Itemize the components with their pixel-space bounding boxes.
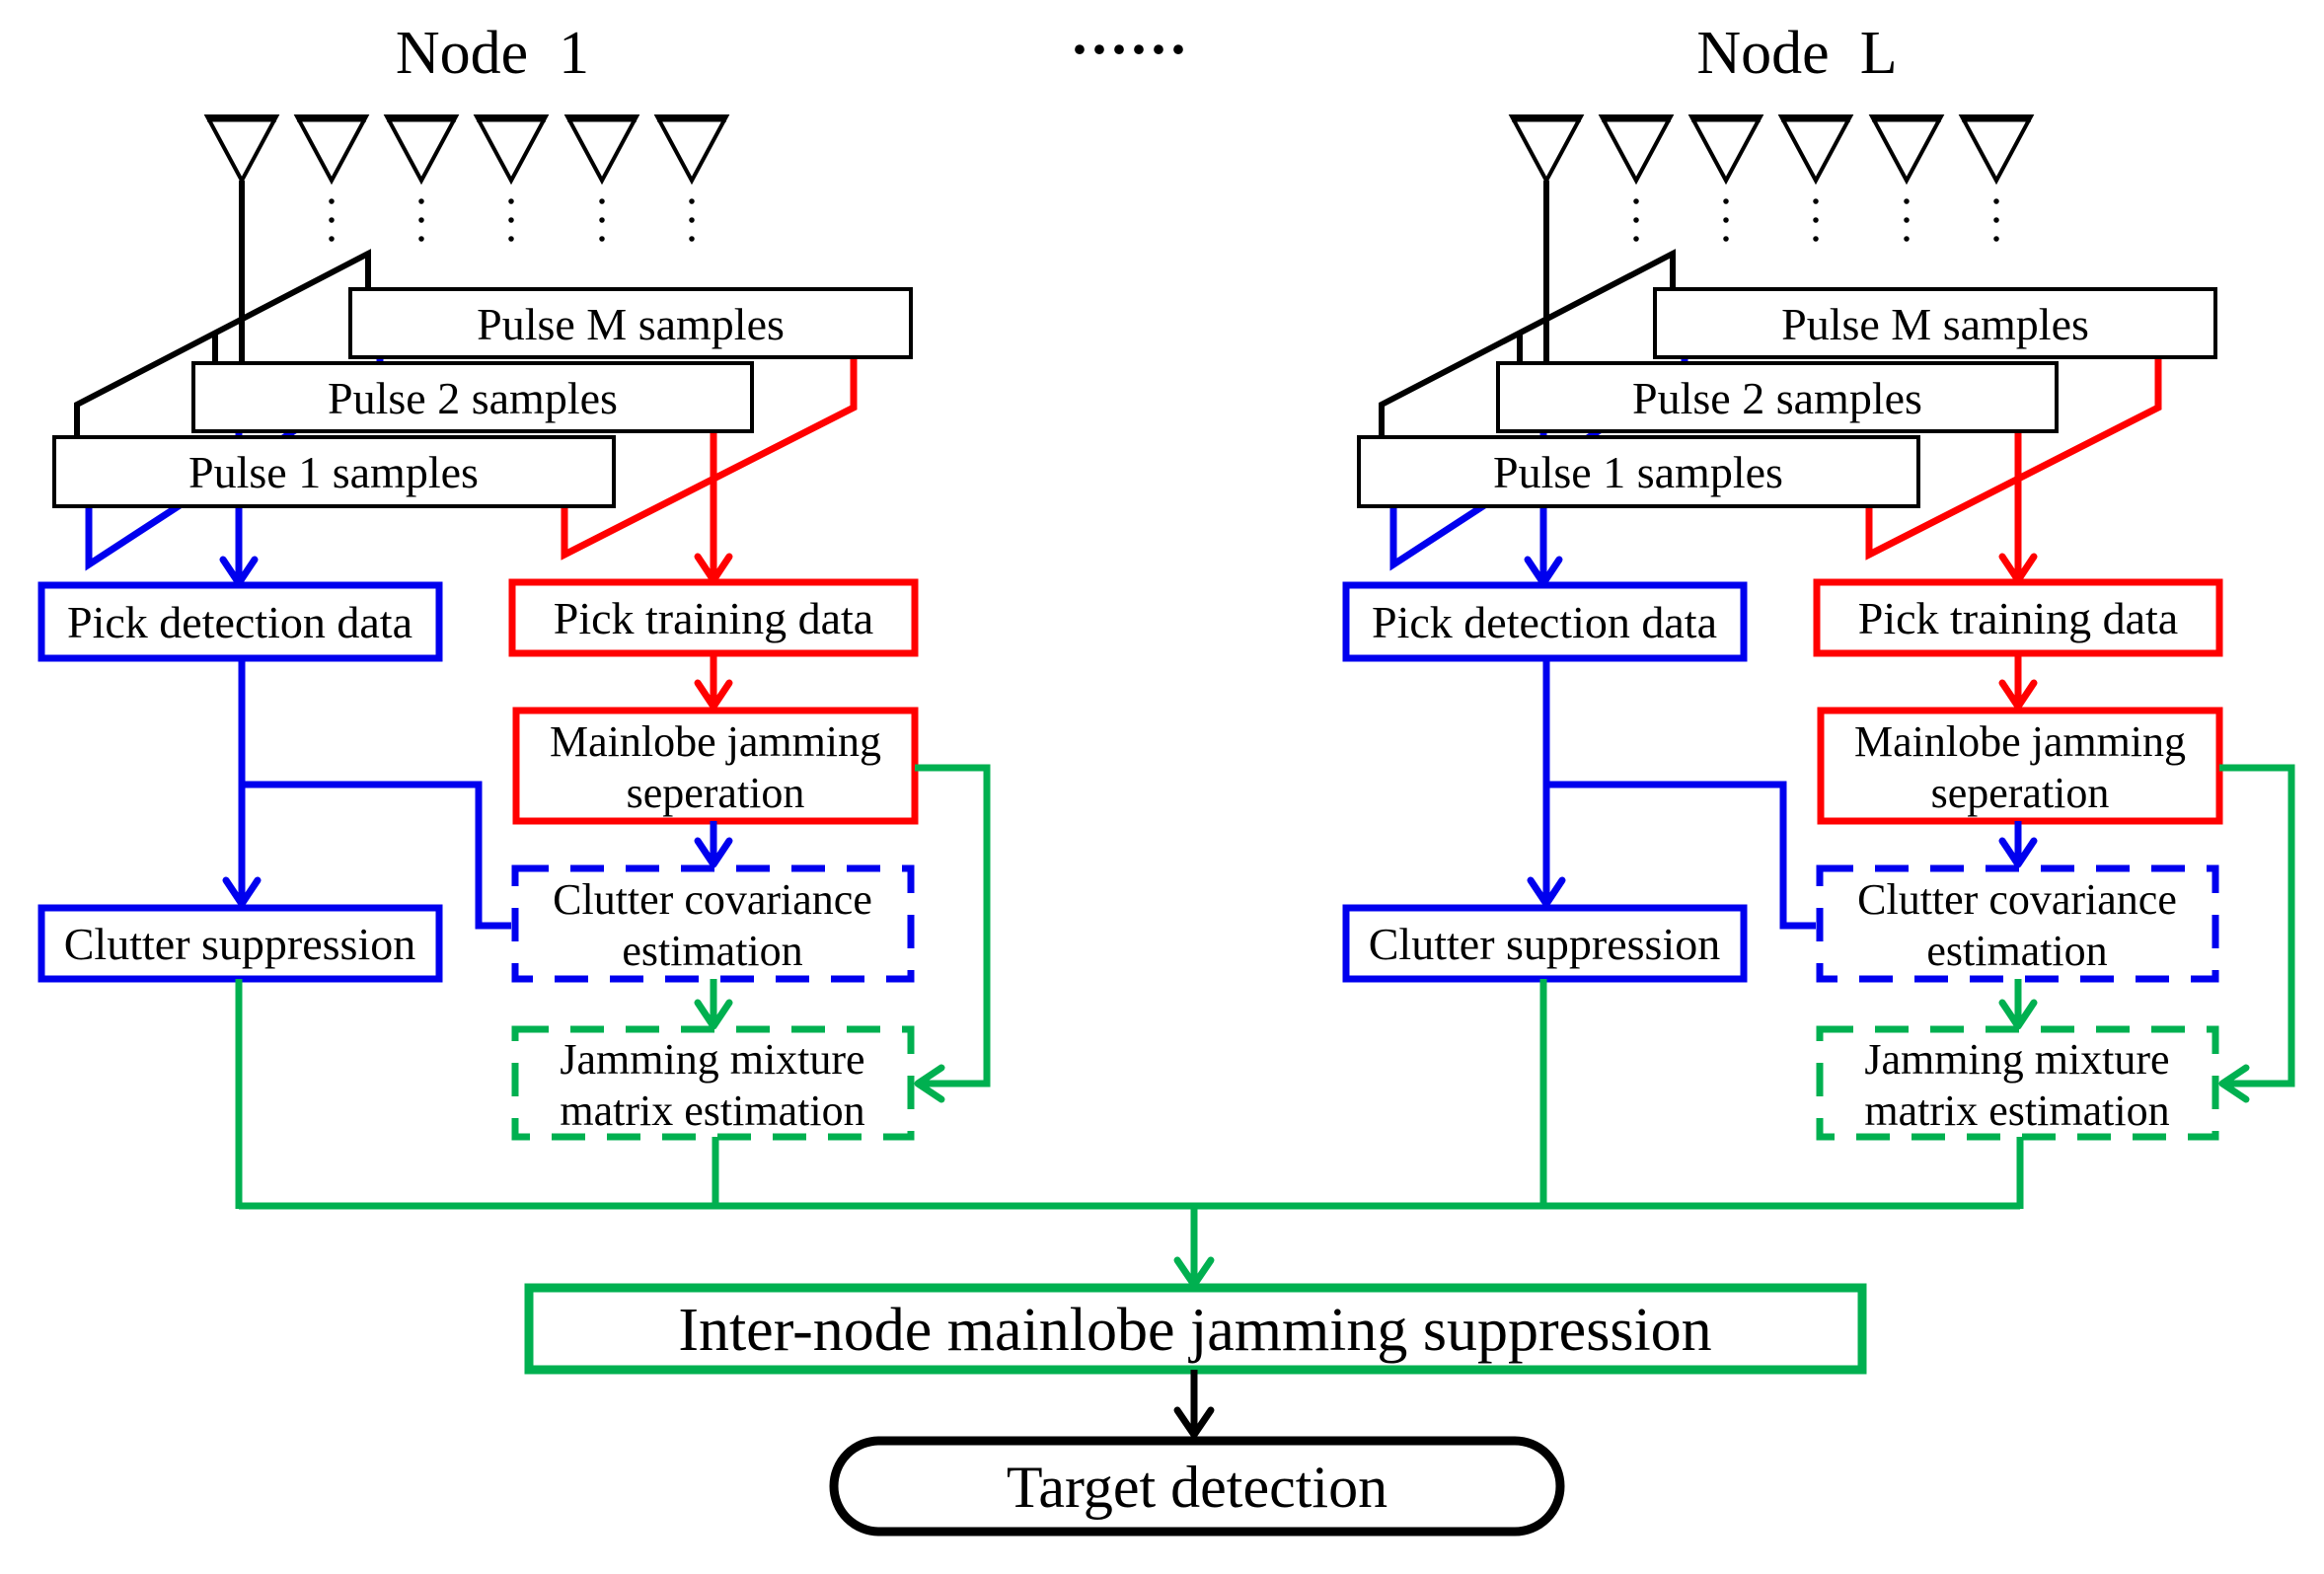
antenna-icon bbox=[293, 114, 370, 186]
clutter-suppression-label: Clutter suppression bbox=[64, 919, 415, 969]
pulse-m-box bbox=[348, 287, 913, 359]
antenna-icon bbox=[653, 114, 730, 186]
pulse-m-label: Pulse M samples bbox=[1781, 299, 2089, 349]
pick-training-box bbox=[1813, 578, 2223, 657]
pulse-2-box bbox=[1496, 361, 2059, 433]
antenna-icon bbox=[1777, 114, 1854, 186]
antenna-icon bbox=[1598, 114, 1675, 186]
target-detection-label: Target detection bbox=[1007, 1455, 1387, 1520]
pulse-1-box bbox=[1357, 435, 1920, 508]
node-title: Node 1 bbox=[396, 20, 589, 87]
pulse-2-label: Pulse 2 samples bbox=[1632, 373, 1922, 423]
jamming-mixture-box bbox=[511, 1025, 915, 1141]
jamming-mixture-box bbox=[1816, 1025, 2219, 1141]
node-title: Node L bbox=[1696, 20, 1897, 87]
antenna-icon bbox=[203, 114, 280, 186]
pick-training-label: Pick training data bbox=[554, 593, 873, 643]
antenna-icon bbox=[1687, 114, 1764, 186]
jamming-mixture-label-1: Jamming mixture bbox=[560, 1035, 864, 1084]
clutter-covariance-box bbox=[511, 864, 915, 983]
sampling-stair-line bbox=[74, 249, 371, 439]
pulse-1-box bbox=[52, 435, 616, 508]
arrow-head-left-icon bbox=[914, 1064, 945, 1103]
arrow-head-down-icon bbox=[694, 837, 733, 868]
mainlobe-jamming-label-1: Mainlobe jamming bbox=[1854, 717, 2186, 766]
antenna-icon bbox=[1508, 114, 1585, 186]
arrow-head-down-icon bbox=[1527, 876, 1566, 908]
antenna-array bbox=[203, 114, 730, 261]
arrow-head-left-icon bbox=[2218, 1064, 2250, 1103]
clutter-covariance-label-1: Clutter covariance bbox=[553, 875, 872, 924]
antenna-icon bbox=[473, 114, 550, 186]
pulse-m-box bbox=[1653, 287, 2217, 359]
clutter-covariance-label-1: Clutter covariance bbox=[1857, 875, 2177, 924]
mainlobe-jamming-box bbox=[1817, 707, 2223, 825]
pulse-2-box bbox=[191, 361, 754, 433]
arrow-head-down-icon bbox=[1998, 837, 2038, 868]
node-1: Node 1 P bbox=[37, 20, 991, 1209]
training-gather-line bbox=[561, 355, 858, 561]
pick-detection-label: Pick detection data bbox=[1372, 597, 1717, 647]
node-l: Node L Pulse M samples bbox=[1342, 20, 2295, 1209]
pick-detection-label: Pick detection data bbox=[67, 597, 412, 647]
pick-training-label: Pick training data bbox=[1858, 593, 2178, 643]
detection-branch-line bbox=[1546, 781, 1816, 930]
sampling-stair-line bbox=[1379, 249, 1676, 439]
antenna-array bbox=[1508, 114, 2035, 261]
detection-branch-line bbox=[242, 781, 511, 930]
ellipsis-dots: ······ bbox=[1070, 17, 1188, 82]
jamming-mixture-label-1: Jamming mixture bbox=[1864, 1035, 2169, 1084]
clutter-covariance-label-2: estimation bbox=[1926, 927, 2107, 975]
clutter-covariance-label-2: estimation bbox=[622, 927, 802, 975]
target-detection-box bbox=[829, 1436, 1565, 1537]
mainlobe-feedback-line bbox=[915, 764, 991, 1087]
clutter-covariance-box bbox=[1816, 864, 2219, 983]
jamming-mixture-label-2: matrix estimation bbox=[560, 1087, 864, 1135]
mainlobe-jamming-label-2: seperation bbox=[627, 769, 805, 817]
pulse-1-label: Pulse 1 samples bbox=[188, 447, 479, 497]
mainlobe-jamming-label-1: Mainlobe jamming bbox=[550, 717, 881, 766]
clutter-suppression-label: Clutter suppression bbox=[1369, 919, 1720, 969]
antenna-icon bbox=[563, 114, 640, 186]
arrow-head-down-icon bbox=[1173, 1406, 1215, 1439]
jamming-mixture-label-2: matrix estimation bbox=[1864, 1087, 2169, 1135]
antenna-icon bbox=[1958, 114, 2035, 186]
mainlobe-feedback-line bbox=[2219, 764, 2295, 1087]
pulse-2-label: Pulse 2 samples bbox=[328, 373, 618, 423]
inter-node-label: Inter-node mainlobe jamming suppression bbox=[678, 1297, 1711, 1364]
pulse-m-label: Pulse M samples bbox=[477, 299, 785, 349]
pick-detection-box bbox=[37, 581, 443, 662]
arrow-head-down-icon bbox=[1998, 679, 2038, 711]
antenna-icon bbox=[383, 114, 460, 186]
antenna-icon bbox=[1868, 114, 1945, 186]
arrow-head-down-icon bbox=[222, 876, 262, 908]
arrow-head-down-icon bbox=[694, 679, 733, 711]
clutter-suppression-box bbox=[1342, 904, 1748, 983]
pulse-1-label: Pulse 1 samples bbox=[1493, 447, 1783, 497]
training-gather-line bbox=[1865, 355, 2162, 561]
mainlobe-jamming-label-2: seperation bbox=[1931, 769, 2110, 817]
